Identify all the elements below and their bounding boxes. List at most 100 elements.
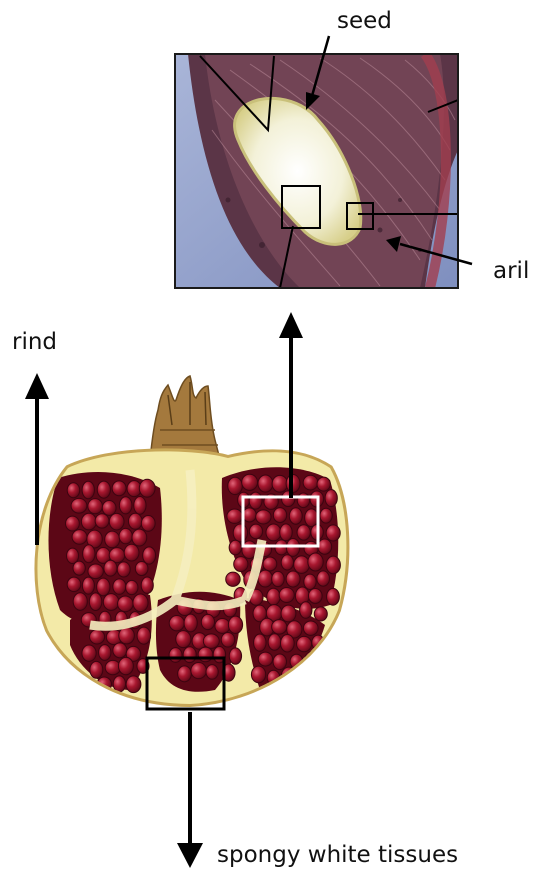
aril-seed xyxy=(128,513,142,529)
aril-seed xyxy=(268,634,281,650)
aril-seed xyxy=(103,594,119,611)
aril-seed xyxy=(183,647,196,663)
aril-seed xyxy=(266,524,281,541)
aril-seed xyxy=(272,475,288,492)
aril-seed xyxy=(82,577,94,594)
aril-seed xyxy=(88,564,103,579)
aril-seed xyxy=(229,540,241,555)
aril-seed xyxy=(169,616,184,631)
aril-seed xyxy=(71,498,87,513)
aril-seed xyxy=(105,531,120,548)
aril-seed xyxy=(303,475,318,490)
aril-seed xyxy=(325,490,337,507)
aril-seed xyxy=(297,493,309,508)
aril-seed xyxy=(281,555,293,570)
aril-seed xyxy=(299,668,311,685)
aril-seed xyxy=(289,508,302,525)
aril-seed xyxy=(326,556,340,574)
aril-seed xyxy=(126,676,141,693)
aril-seed xyxy=(137,627,151,644)
aril-seed xyxy=(256,510,271,524)
aril-seed xyxy=(132,529,147,546)
aril-seed xyxy=(117,562,130,577)
aril-seed xyxy=(327,588,340,605)
aril-seed xyxy=(203,634,219,648)
aril-seed xyxy=(73,593,87,611)
aril-seed xyxy=(88,499,103,514)
aril-seed xyxy=(81,513,96,530)
aril-seed xyxy=(249,524,262,539)
aril-seed xyxy=(135,562,148,576)
aril-seed xyxy=(119,627,135,644)
aril-seed xyxy=(242,474,258,490)
aril-seed xyxy=(82,645,96,661)
pomegranate-cross-section xyxy=(30,376,360,720)
aril-seed xyxy=(272,620,287,635)
aril-seed xyxy=(281,605,296,622)
aril-seed xyxy=(201,614,214,629)
aril-seed xyxy=(90,661,103,678)
aril-seed xyxy=(226,572,240,586)
aril-seed xyxy=(263,557,277,571)
aril-seed xyxy=(119,497,132,514)
aril-seed xyxy=(258,570,273,587)
aril-seed xyxy=(308,553,323,571)
aril-seed xyxy=(286,571,300,587)
aril-seed xyxy=(67,483,79,498)
aril-seed xyxy=(141,515,155,531)
aril-seed xyxy=(279,587,294,602)
aril-seed xyxy=(243,508,257,522)
aril-seed xyxy=(206,665,218,679)
aril-seed xyxy=(249,492,262,509)
aril-seed xyxy=(258,652,272,666)
seed-label: seed xyxy=(337,8,392,34)
aril-seed xyxy=(99,645,111,661)
aril-seed xyxy=(104,560,117,576)
aril-seed xyxy=(280,524,293,541)
spongy-down-arrow xyxy=(177,712,203,868)
aril-seed xyxy=(303,621,318,635)
aril-seed xyxy=(272,571,284,586)
aril-seed xyxy=(304,574,316,589)
aril-seed xyxy=(318,539,332,554)
aril-seed xyxy=(124,544,139,561)
aril-seed xyxy=(314,607,327,621)
aril-seed xyxy=(169,648,182,663)
aril-seed xyxy=(139,479,155,497)
aril-seed xyxy=(82,481,94,499)
aril-seed xyxy=(66,516,80,531)
aril-seed xyxy=(273,508,286,523)
aril-seed xyxy=(286,474,300,492)
aril-seed xyxy=(83,545,95,563)
aril-seed xyxy=(191,663,207,679)
aril-seed xyxy=(294,556,310,573)
aril-seed xyxy=(227,509,243,523)
aril-seed xyxy=(311,669,326,687)
aril-seed xyxy=(89,593,101,611)
aril-seed xyxy=(305,509,319,527)
aril-seed xyxy=(228,616,242,633)
aril-seed xyxy=(141,577,153,593)
aril-seed xyxy=(97,481,110,498)
aril-seed xyxy=(113,579,126,594)
aril-seed xyxy=(297,636,312,651)
aril-seed xyxy=(73,561,85,575)
aril-seed xyxy=(254,634,267,651)
aril-seed xyxy=(118,657,133,674)
aril-seed xyxy=(113,676,125,692)
aril-seed xyxy=(251,666,265,683)
aril-seed xyxy=(97,578,110,596)
aril-seed xyxy=(273,654,286,670)
spongy-tissue-label: spongy white tissues xyxy=(217,842,458,868)
aril-seed xyxy=(234,557,248,572)
aril-seed xyxy=(119,528,132,543)
aril-seed xyxy=(126,580,138,594)
aril-seed xyxy=(228,477,243,494)
aril-seed xyxy=(317,571,330,586)
aril-seed xyxy=(102,500,116,515)
aril-seed xyxy=(198,647,213,662)
aril-seed xyxy=(317,477,330,491)
aril-seed xyxy=(72,530,87,545)
aril-seed xyxy=(300,602,312,619)
